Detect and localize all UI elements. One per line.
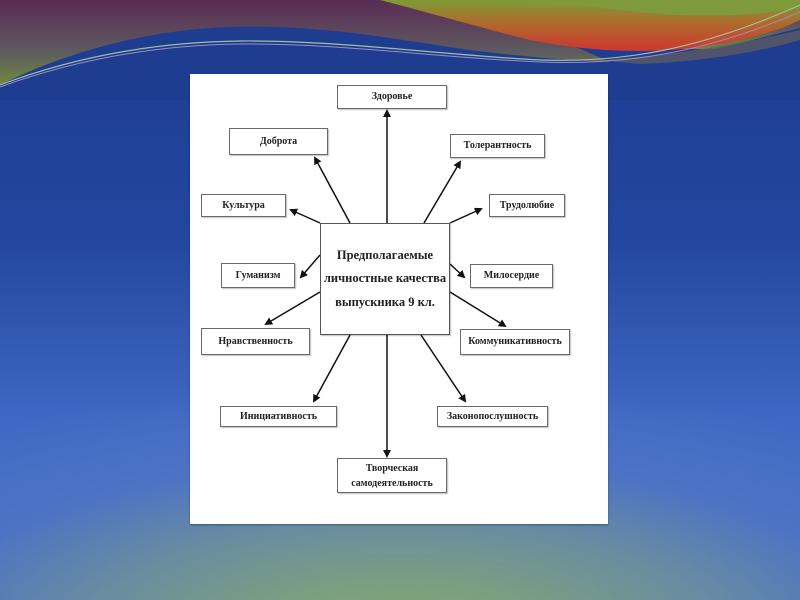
edge-miloserdie <box>449 263 466 279</box>
wave-line-2 <box>0 11 800 88</box>
node-label: Культура <box>222 199 265 211</box>
node-initsiativnost: Инициативность <box>220 406 337 427</box>
center-line-2: личностные качества <box>323 271 447 286</box>
edge-trudolyubie <box>449 207 483 224</box>
edge-nravstvennost <box>264 291 321 326</box>
edge-dobrota <box>314 156 351 224</box>
edge-zakonoposlushnost <box>420 334 467 403</box>
node-zakonoposlushnost: Законопослушность <box>437 406 548 427</box>
node-label: Гуманизм <box>235 269 281 281</box>
node-label-line-1: Творческая <box>365 462 419 474</box>
diagram-figure: Предполагаемые личностные качества выпус… <box>190 74 608 524</box>
center-line-1: Предполагаемые <box>336 248 434 263</box>
node-miloserdie: Милосердие <box>470 264 553 288</box>
edge-kultura <box>289 208 321 224</box>
edge-tolerantnost <box>423 160 462 224</box>
center-node: Предполагаемые личностные качества выпус… <box>320 223 450 335</box>
node-label: Законопослушность <box>446 410 539 422</box>
edge-initsiativnost <box>313 334 351 403</box>
node-kommunikativnost: Коммуникативность <box>460 329 570 355</box>
node-label: Нравственность <box>218 335 293 347</box>
edge-kommunikativnost <box>449 291 507 328</box>
node-gumanizm: Гуманизм <box>221 263 295 288</box>
node-label: Милосердие <box>483 270 540 281</box>
node-label: Доброта <box>259 135 298 147</box>
node-label: Трудолюбие <box>499 199 555 211</box>
diagram-edges <box>264 109 507 458</box>
center-line-3: выпускника 9 кл. <box>335 294 435 309</box>
node-label: Коммуникативность <box>468 336 562 347</box>
wave-green-band <box>380 0 800 16</box>
node-kultura: Культура <box>201 194 286 217</box>
node-dobrota: Доброта <box>229 128 328 155</box>
wave-dark-band <box>600 30 800 64</box>
node-tolerantnost: Толерантность <box>450 134 545 158</box>
edge-gumanizm <box>299 254 321 279</box>
node-label: Здоровье <box>371 91 413 102</box>
wave-purple-left <box>0 0 610 85</box>
node-label: Инициативность <box>239 410 318 422</box>
node-tvorcheskaya: Творческая самодеятельность <box>337 458 447 493</box>
node-nravstvennost: Нравственность <box>201 328 310 355</box>
node-label: Толерантность <box>463 140 532 151</box>
node-zdorovie: Здоровье <box>337 85 447 109</box>
node-label-line-2: самодеятельность <box>351 477 433 489</box>
wave-line-1 <box>0 4 800 86</box>
node-trudolyubie: Трудолюбие <box>489 194 565 217</box>
